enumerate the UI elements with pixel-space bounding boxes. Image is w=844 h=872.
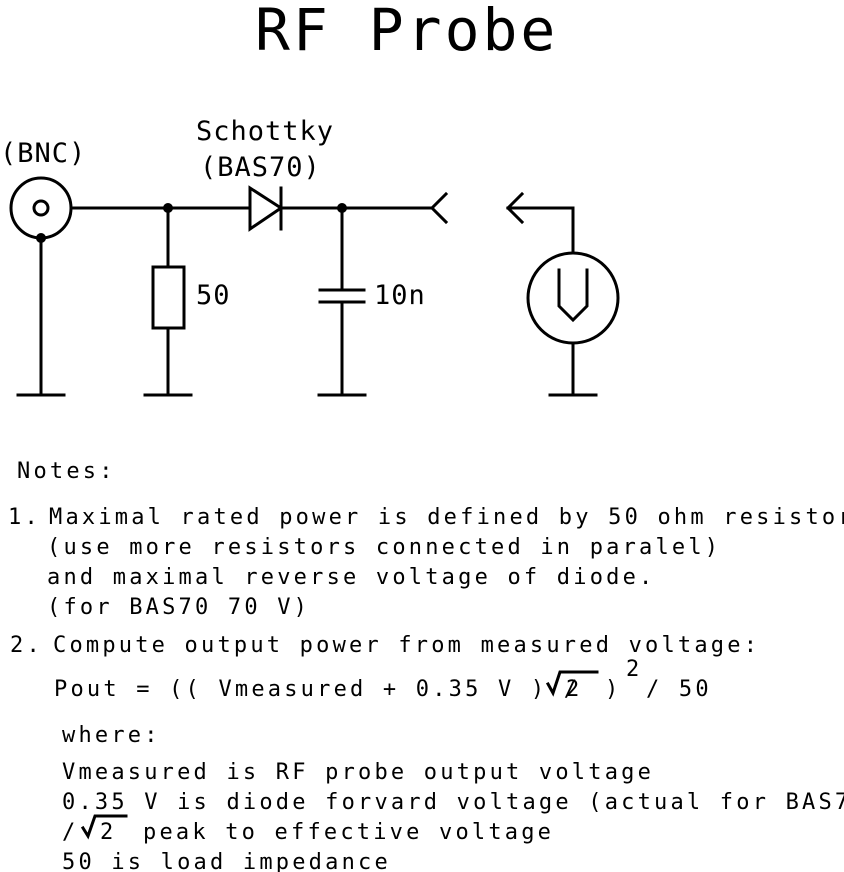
page-title: RF Probe — [255, 0, 558, 64]
diode-part-label: (BAS70) — [200, 152, 321, 183]
diode-type-label: Schottky — [196, 116, 334, 147]
note-2-line: Compute output power from measured volta… — [53, 633, 760, 658]
capacitor — [317, 206, 367, 397]
bnc-label: (BNC) — [0, 138, 86, 169]
bnc-connector — [9, 176, 73, 397]
where-line-4: 50 is load impedance — [62, 850, 391, 872]
resistor-value-label: 50 — [196, 280, 231, 311]
note-1-line-1: Maximal rated power is defined by 50 ohm… — [49, 505, 844, 530]
formula-end: / 50 — [646, 677, 712, 702]
resistor — [143, 206, 193, 397]
where-line-1: Vmeasured is RF probe output voltage — [62, 760, 654, 785]
capacitor-value-label: 10n — [374, 280, 426, 311]
where-line-3-rest: peak to effective voltage — [143, 820, 554, 845]
sqrt-symbol-2 — [80, 814, 128, 840]
sqrt-symbol — [545, 670, 599, 697]
note-1-number: 1. — [8, 505, 41, 530]
where-line-3-prefix: / — [62, 820, 78, 845]
formula-exponent: 2 — [626, 657, 642, 682]
note-1-line-4: (for BAS70 70 V) — [47, 595, 310, 620]
voltmeter-v-icon — [557, 268, 589, 323]
schematic: (BNC) 50 Schottky (BAS70) 1 — [0, 116, 620, 397]
where-line-3-sqrt-arg: 2 — [100, 820, 116, 845]
note-1-line-3: and maximal reverse voltage of diode. — [47, 565, 655, 590]
schottky-diode — [248, 185, 284, 232]
note-1-line-2: (use more resistors connected in paralel… — [47, 535, 721, 560]
formula-start: Pout = (( Vmeasured + 0.35 V ) / — [54, 677, 580, 702]
voltmeter — [505, 191, 620, 397]
where-label: where: — [62, 723, 161, 748]
probe-output-terminal — [429, 191, 449, 225]
notes-heading: Notes: — [17, 459, 116, 484]
power-formula: Pout = (( Vmeasured + 0.35 V ) / 2 ) 2 /… — [54, 657, 712, 702]
formula-sqrt-arg: 2 — [566, 677, 582, 702]
formula-close-paren: ) — [605, 677, 621, 702]
notes: Notes: 1. Maximal rated power is defined… — [8, 459, 844, 872]
note-2-number: 2. — [10, 633, 43, 658]
where-line-2: 0.35 V is diode forvard voltage (actual … — [62, 790, 844, 815]
